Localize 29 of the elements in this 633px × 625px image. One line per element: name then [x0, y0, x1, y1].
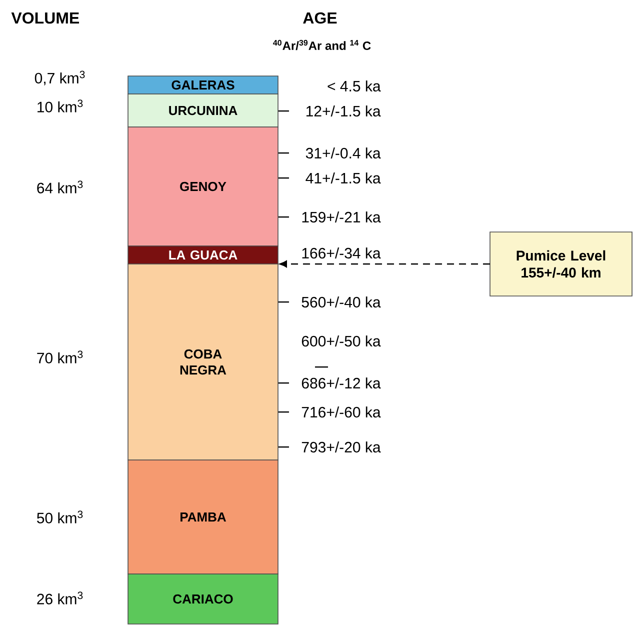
- value-label: 0,7 km$^{3}$: [34, 70, 85, 86]
- value-label: 50 km$^{3}$: [37, 510, 83, 524]
- value-label: 41+/-1.5 ka: [306, 172, 381, 184]
- layer-box: GENOY: [128, 126, 278, 246]
- value-label: 793+/-20 ka: [302, 442, 381, 452]
- heading: AGE: [303, 12, 337, 24]
- value-label: 716+/-60 ka: [302, 406, 381, 418]
- layer-box: PAMBA: [128, 460, 278, 574]
- value-label: 686+/-12 ka: [302, 378, 381, 388]
- value-label: 600+/-50 ka: [302, 336, 381, 346]
- value-label: 10 km$^{3}$: [38, 100, 83, 112]
- value-label: 560+/-40 ka: [302, 296, 381, 308]
- heading: VOLUME: [11, 12, 80, 24]
- layer-box: CARIACO: [128, 574, 278, 624]
- value-label: 166+/-34 ka: [302, 248, 381, 258]
- value-label: 159+/-21 ka: [302, 212, 381, 222]
- value-label: 31+/-0.4 ka: [306, 148, 381, 158]
- layer-box: GALERAS: [128, 76, 278, 94]
- layer-box: COBA NEGRA: [128, 264, 278, 460]
- layer-box: LA GUACA: [128, 246, 278, 264]
- layer-box: URCUNINA: [128, 94, 278, 128]
- heading: $^{40}$Ar/$^{39}$Ar and $^{14}$ C: [273, 40, 371, 50]
- value-label: 12+/-1.5 ka: [306, 106, 381, 116]
- value-label: 70 km$^{3}$: [37, 350, 83, 364]
- callout-box: Pumice Level 155+/-40 km: [490, 232, 632, 296]
- value-label: 26 km$^{3}$: [37, 592, 83, 604]
- value-label: < 4.5 ka: [328, 80, 381, 92]
- arrow: [280, 260, 490, 268]
- value-label: 64 km$^{3}$: [37, 180, 83, 194]
